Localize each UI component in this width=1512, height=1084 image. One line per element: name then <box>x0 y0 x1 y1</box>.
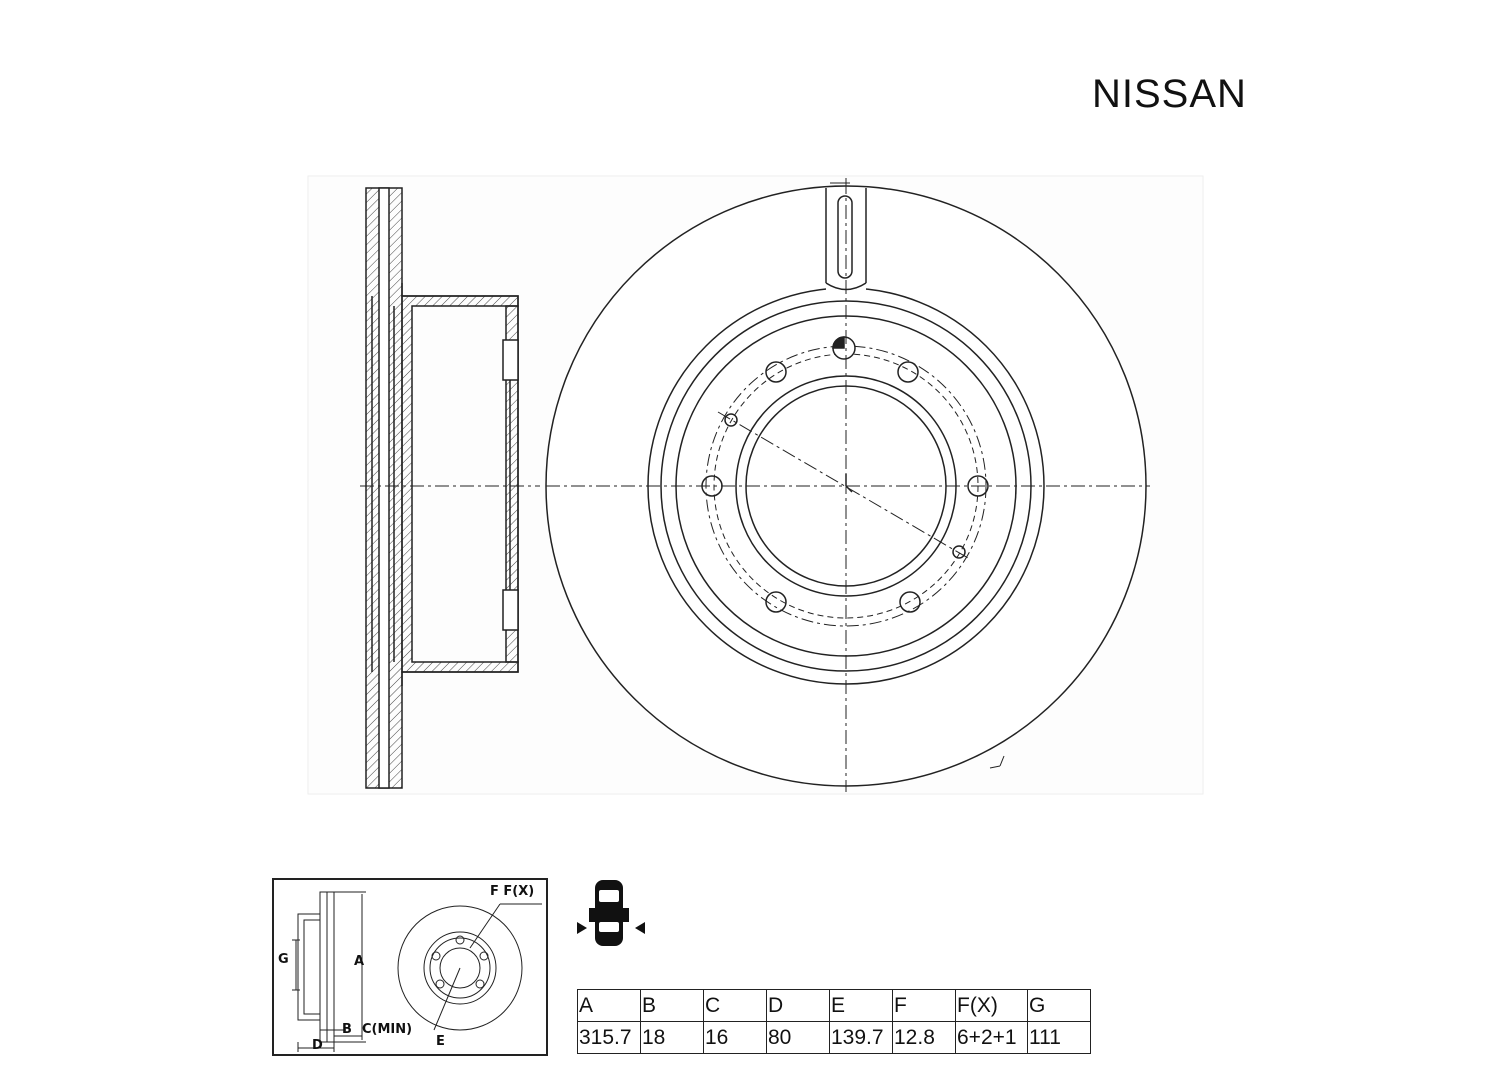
front-view <box>545 178 1150 792</box>
header-g: G <box>1027 989 1091 1022</box>
value-e: 139.7 <box>829 1021 893 1054</box>
header-e: E <box>829 989 893 1022</box>
label-c-min: C(MIN) <box>362 1022 413 1037</box>
header-fx: F(X) <box>955 989 1028 1022</box>
label-d: D <box>312 1038 323 1053</box>
value-d: 80 <box>766 1021 830 1054</box>
reference-diagram: F F(X) G A B C(MIN) D E <box>272 878 548 1056</box>
table-value-row: 315.7 18 16 80 139.7 12.8 6+2+1 111 <box>577 1021 1091 1054</box>
car-rear-axle-icon <box>577 880 645 946</box>
label-b: B <box>342 1022 352 1037</box>
brand-title: NISSAN <box>1092 72 1247 116</box>
dimensions-table: A B C D E F F(X) G 315.7 18 16 80 139.7 … <box>577 989 1091 1054</box>
label-g: G <box>278 952 289 967</box>
header-c: C <box>703 989 767 1022</box>
value-a: 315.7 <box>577 1021 641 1054</box>
table-header-row: A B C D E F F(X) G <box>577 989 1091 1022</box>
value-f: 12.8 <box>892 1021 956 1054</box>
side-view <box>360 187 540 789</box>
header-a: A <box>577 989 641 1022</box>
label-a: A <box>354 954 365 969</box>
value-c: 16 <box>703 1021 767 1054</box>
label-e: E <box>436 1034 445 1049</box>
brake-disc-drawing <box>307 175 1204 795</box>
header-d: D <box>766 989 830 1022</box>
label-f-fx: F F(X) <box>490 884 535 899</box>
value-g: 111 <box>1027 1021 1091 1054</box>
header-f: F <box>892 989 956 1022</box>
reference-drawing <box>292 891 542 1052</box>
header-b: B <box>640 989 704 1022</box>
value-b: 18 <box>640 1021 704 1054</box>
value-fx: 6+2+1 <box>955 1021 1028 1054</box>
